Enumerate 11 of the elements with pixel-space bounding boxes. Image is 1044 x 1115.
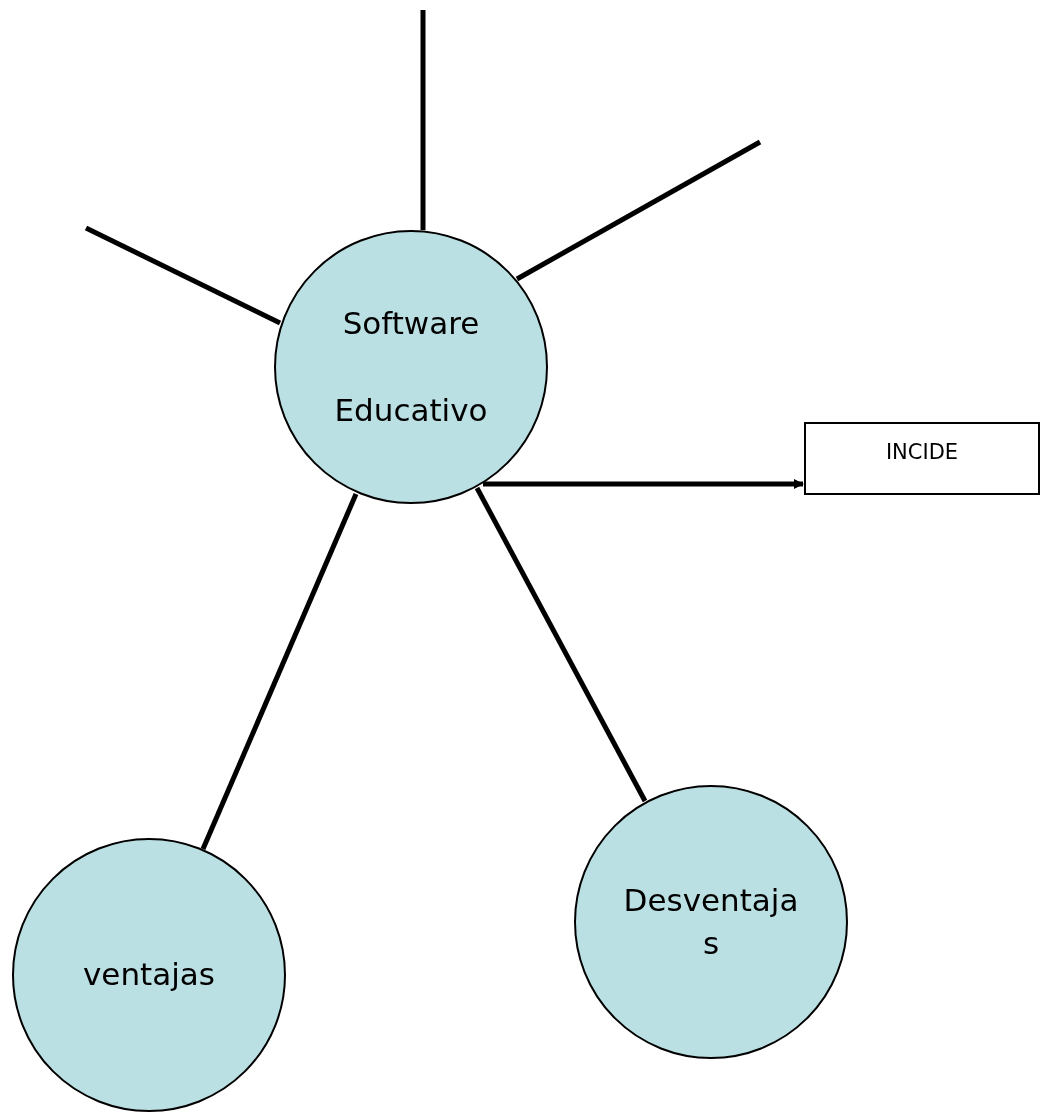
label-box <box>804 422 1040 495</box>
connector-line <box>200 493 359 850</box>
node-text: Desventajas <box>622 880 800 963</box>
connector-line <box>515 139 762 282</box>
connector-line <box>84 225 282 326</box>
node-text: Software Educativo <box>333 304 489 430</box>
node-text: ventajas <box>83 955 215 995</box>
connector-line <box>474 486 648 803</box>
connector-line <box>420 10 426 230</box>
arrow <box>483 479 804 489</box>
node-text: INCIDE <box>885 440 959 466</box>
